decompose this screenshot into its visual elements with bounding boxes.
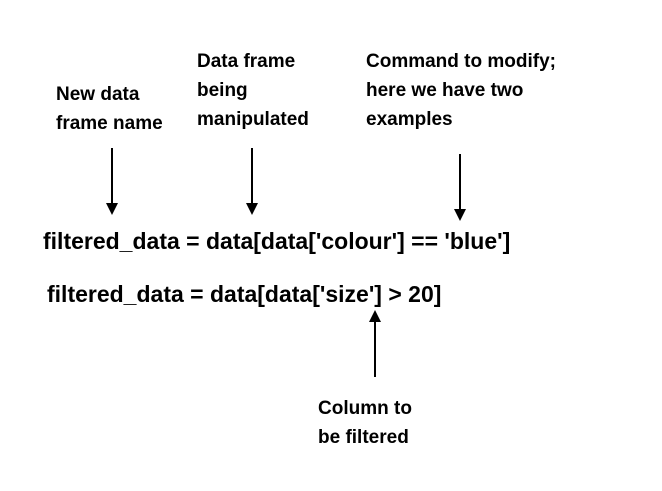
arrow-head-up: [369, 310, 381, 322]
label-new-data-frame-name: New data frame name: [56, 80, 163, 138]
label-command-to-modify: Command to modify; here we have two exam…: [366, 47, 556, 134]
label-line: examples: [366, 109, 453, 130]
label-data-frame-manipulated: Data frame being manipulated: [197, 47, 309, 134]
label-line: Data frame: [197, 51, 296, 72]
code-line-colour-filter: filtered_data = data[data['colour'] == '…: [43, 228, 511, 254]
label-line: frame name: [56, 113, 163, 134]
arrow-column-to-be-filtered: [369, 310, 381, 377]
label-line: New data: [56, 84, 140, 105]
arrow-head-down: [106, 203, 118, 215]
arrow-head-down: [454, 209, 466, 221]
code-line-size-filter: filtered_data = data[data['size'] > 20]: [47, 281, 442, 307]
arrow-head-down: [246, 203, 258, 215]
label-line: be filtered: [318, 427, 409, 448]
label-line: Command to modify;: [366, 51, 556, 72]
arrow-data-frame-manipulated: [246, 148, 258, 215]
label-line: manipulated: [197, 109, 309, 130]
label-column-to-be-filtered: Column to be filtered: [318, 394, 412, 452]
label-line: being: [197, 80, 248, 101]
arrow-new-data-frame-name: [106, 148, 118, 215]
arrow-command-to-modify: [454, 154, 466, 221]
label-line: here we have two: [366, 80, 524, 101]
label-line: Column to: [318, 398, 412, 419]
